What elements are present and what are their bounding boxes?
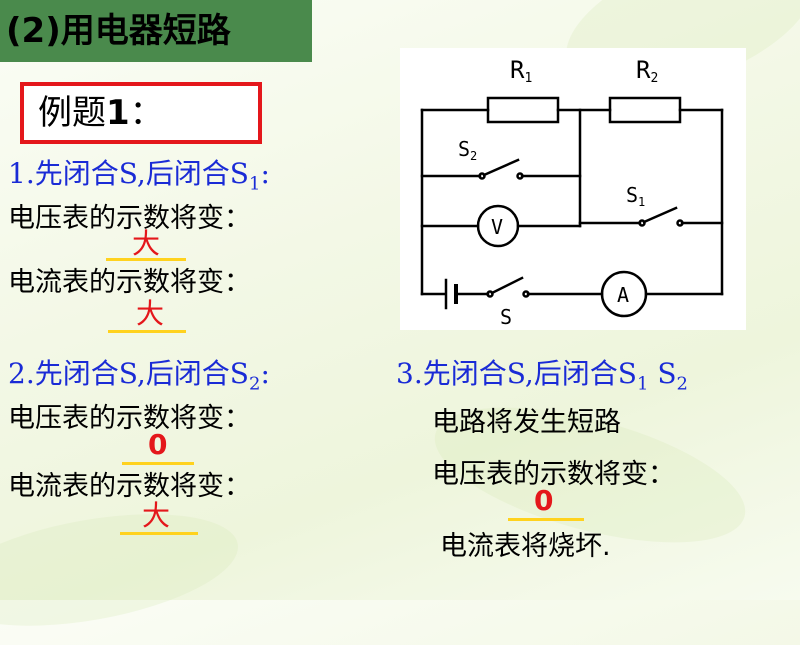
example-label-box: 例题1： bbox=[20, 82, 262, 144]
q3-voltmeter-text: 电压表的示数将变： bbox=[432, 459, 675, 490]
circuit-diagram: R1 R2 S2 S1 S V A bbox=[400, 48, 746, 330]
resistor-r2 bbox=[608, 96, 682, 124]
q1-voltmeter-answer: 大 bbox=[132, 227, 161, 260]
s1-label: S1 bbox=[626, 183, 645, 209]
r2-label: R2 bbox=[636, 56, 658, 86]
resistor-r1 bbox=[486, 96, 560, 124]
switch-s-blade bbox=[490, 276, 524, 295]
example-colon: ： bbox=[129, 93, 164, 133]
q3-heading: 3.先闭合S,后闭合S1 S2 bbox=[396, 357, 688, 395]
q2-voltmeter-answer: 0 bbox=[148, 428, 168, 461]
q1-ammeter-answer: 大 bbox=[136, 297, 165, 330]
q1-voltmeter-text: 电压表的示数将变： bbox=[8, 203, 251, 234]
q3-ammeter-text: 电流表将烧坏. bbox=[440, 531, 611, 562]
q2-heading: 2.先闭合S,后闭合S2: bbox=[8, 357, 270, 395]
q1-heading: 1.先闭合S,后闭合S1: bbox=[8, 157, 270, 195]
q2-voltmeter-underline bbox=[122, 462, 194, 465]
voltmeter-symbol: V bbox=[491, 215, 503, 239]
example-number: 1 bbox=[106, 93, 130, 133]
q2-ammeter-underline bbox=[120, 532, 198, 535]
background-leaf bbox=[0, 494, 247, 645]
q1-voltmeter-underline bbox=[106, 258, 186, 261]
switch-s1-blade bbox=[642, 206, 678, 224]
page-title: (2)用电器短路 bbox=[0, 0, 312, 62]
example-label: 例题 bbox=[38, 93, 106, 133]
q1-ammeter-text: 电流表的示数将变： bbox=[8, 267, 251, 298]
circuit-svg: R1 R2 S2 S1 S V A bbox=[420, 56, 724, 329]
q2-ammeter-answer: 大 bbox=[142, 499, 171, 532]
ammeter-symbol: A bbox=[617, 283, 629, 307]
q2-ammeter-text: 电流表的示数将变： bbox=[8, 471, 251, 502]
r1-label: R1 bbox=[510, 56, 532, 86]
q2-voltmeter-text: 电压表的示数将变： bbox=[8, 403, 251, 434]
s-label: S bbox=[500, 305, 512, 329]
q3-voltmeter-answer: 0 bbox=[534, 484, 554, 517]
switch-s2-blade bbox=[482, 158, 520, 177]
q3-short-circuit-text: 电路将发生短路 bbox=[432, 407, 621, 438]
s2-label: S2 bbox=[458, 137, 477, 163]
q1-ammeter-underline bbox=[108, 330, 186, 333]
q3-voltmeter-underline bbox=[508, 518, 584, 521]
